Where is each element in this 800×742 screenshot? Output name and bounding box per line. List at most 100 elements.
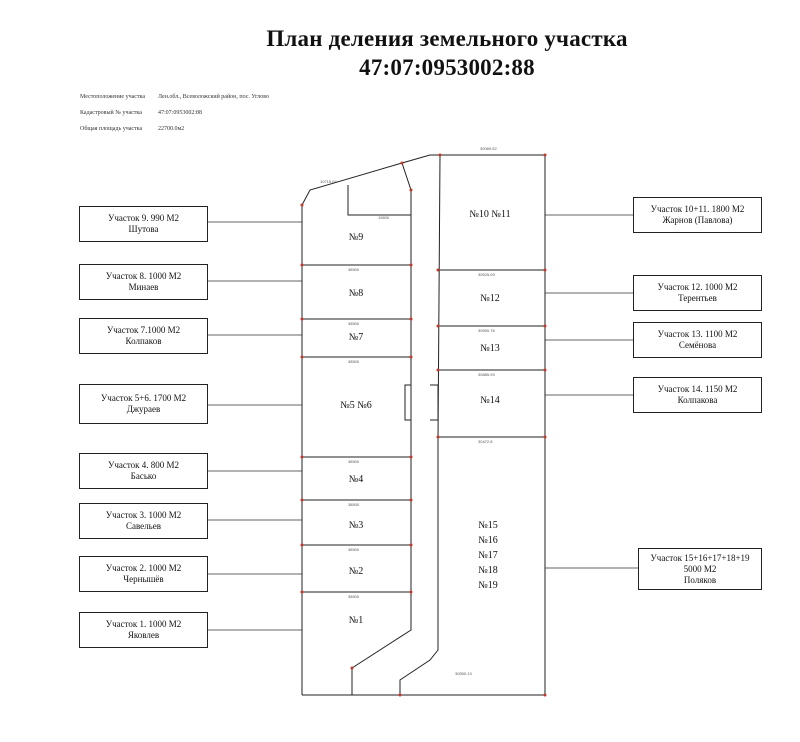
boundary-point: [409, 355, 413, 359]
info-value: Лен.обл., Всеволожский район, пос. Углов…: [158, 94, 270, 100]
plot-label-9: №9: [349, 232, 364, 243]
boundary-point: [300, 590, 304, 594]
owner-name: Басько: [130, 471, 157, 481]
owner-name: Колпаков: [125, 336, 162, 346]
owner-plot-area: Участок 2. 1000 М2: [105, 563, 182, 573]
dimension-label: 30472.8: [478, 439, 493, 444]
owner-box-plot-14: Участок 14. 1150 М2 Колпакова: [633, 377, 762, 413]
info-value: 22700.0м2: [158, 126, 185, 132]
plot-label-18: №18: [478, 565, 498, 576]
boundary-point: [543, 324, 547, 328]
boundary-point: [300, 498, 304, 502]
owner-name: Семёнова: [678, 340, 717, 350]
boundary-point: [300, 455, 304, 459]
boundary-point: [398, 693, 402, 697]
boundary-point: [409, 263, 413, 267]
dimension-label: 38500: [348, 502, 360, 507]
plot-label-10-11: №10 №11: [469, 209, 510, 220]
owner-box-plot-1: Участок 1. 1000 М2 Яковлев: [79, 612, 208, 648]
plot-label-19: №19: [478, 580, 498, 591]
owner-plot-area-size: 5000 М2: [683, 563, 717, 574]
title-line-2: 47:07:0953002:88: [359, 55, 535, 80]
plan-title: План деления земельного участка 47:07:09…: [0, 24, 800, 82]
owner-name: Терентьев: [678, 293, 717, 303]
boundary-point: [438, 153, 442, 157]
boundary-point: [436, 268, 440, 272]
dimension-label: 30089.52: [480, 146, 497, 151]
boundary-point: [400, 161, 404, 165]
boundary-point: [436, 368, 440, 372]
boundary-point: [409, 543, 413, 547]
owner-plot-area: Участок 10+11. 1800 М2: [650, 204, 745, 214]
owner-name: Колпакова: [677, 395, 718, 405]
owner-name: Чернышёв: [123, 574, 164, 584]
owner-name: Минаев: [128, 282, 159, 292]
owner-box-plot-7: Участок 7.1000 М2 Колпаков: [79, 318, 208, 354]
boundary-point: [409, 317, 413, 321]
plot-labels: №9 №8 №7 №5 №6 №4 №3 №2 №1 №10 №11 №12 №…: [340, 209, 510, 626]
plot-label-15: №15: [478, 520, 498, 531]
plot-label-14: №14: [480, 395, 500, 406]
dimension-label: 38500: [348, 321, 360, 326]
boundary-point: [300, 317, 304, 321]
plot-label-13: №13: [480, 343, 500, 354]
boundary-points: [300, 153, 547, 697]
boundary-point: [543, 693, 547, 697]
connector-lines: [208, 214, 638, 631]
plot-label-3: №3: [349, 520, 364, 531]
boundary-line: [430, 384, 439, 421]
boundary-point: [300, 543, 304, 547]
owner-plot-area: Участок 15+16+17+18+19: [650, 552, 750, 563]
owner-box-plot-3: Участок 3. 1000 М2 Савельев: [79, 503, 208, 539]
boundary-line: [301, 162, 403, 206]
plot-label-2: №2: [349, 566, 364, 577]
dimension-label: 30525.09: [478, 272, 495, 277]
dimension-label: 38500: [348, 359, 360, 364]
info-key: Общая площадь участка: [80, 126, 143, 132]
boundary-point: [543, 368, 547, 372]
plot-label-4: №4: [349, 474, 364, 485]
owner-plot-area: Участок 3. 1000 М2: [105, 510, 182, 520]
owner-box-plot-8: Участок 8. 1000 М2 Минаев: [79, 264, 208, 300]
owner-plot-area: Участок 9. 990 М2: [107, 213, 180, 223]
owner-plot-area: Участок 7.1000 М2: [106, 325, 181, 335]
owner-name: Савельев: [125, 521, 162, 531]
boundary-point: [409, 188, 413, 192]
boundary-line: [347, 185, 411, 216]
owner-plot-area: Участок 5+6. 1700 М2: [100, 393, 187, 403]
boundary-line: [401, 154, 440, 164]
dimension-label: 30885.93: [478, 372, 495, 377]
boundary-point: [350, 666, 354, 670]
left-block-outline: [301, 154, 440, 696]
owner-plot-area: Участок 13. 1100 М2: [657, 329, 738, 339]
title-line-1: План деления земельного участка: [266, 26, 628, 51]
dimension-label: 19600: [378, 215, 390, 220]
boundary-point: [436, 435, 440, 439]
owner-plot-area: Участок 14. 1150 М2: [657, 384, 738, 394]
dimension-labels: 30089.52 10715.64 19600 38500 38500 3850…: [320, 146, 497, 676]
owner-name: Жарнов (Павлова): [662, 215, 733, 225]
dimension-label: 30550.13: [455, 671, 472, 676]
owner-box-plot-15-19: Участок 15+16+17+18+19 5000 М2 Поляков: [638, 548, 762, 590]
owner-box-plot-9: Участок 9. 990 М2 Шутова: [79, 206, 208, 242]
boundary-point: [543, 153, 547, 157]
dimension-label: 30590.76: [478, 328, 495, 333]
boundary-point: [300, 263, 304, 267]
right-block-outline: [352, 154, 546, 696]
boundary-point: [543, 268, 547, 272]
boundary-line: [399, 154, 546, 696]
plot-label-1: №1: [349, 615, 364, 626]
info-key: Кадастровый № участка: [80, 110, 142, 116]
boundary-line: [302, 162, 412, 696]
boundary-point: [300, 355, 304, 359]
owner-name: Шутова: [128, 224, 159, 234]
info-value: 47:07:0953002:88: [158, 110, 203, 116]
boundary-line: [404, 384, 411, 421]
boundary-point: [409, 590, 413, 594]
boundary-point: [300, 203, 304, 207]
owner-box-plot-12: Участок 12. 1000 М2 Терентьев: [633, 275, 762, 311]
owner-box-plot-2: Участок 2. 1000 М2 Чернышёв: [79, 556, 208, 592]
owner-plot-area: Участок 8. 1000 М2: [105, 271, 182, 281]
owner-box-plot-4: Участок 4. 800 М2 Басько: [79, 453, 208, 489]
dimension-label: 38500: [348, 459, 360, 464]
